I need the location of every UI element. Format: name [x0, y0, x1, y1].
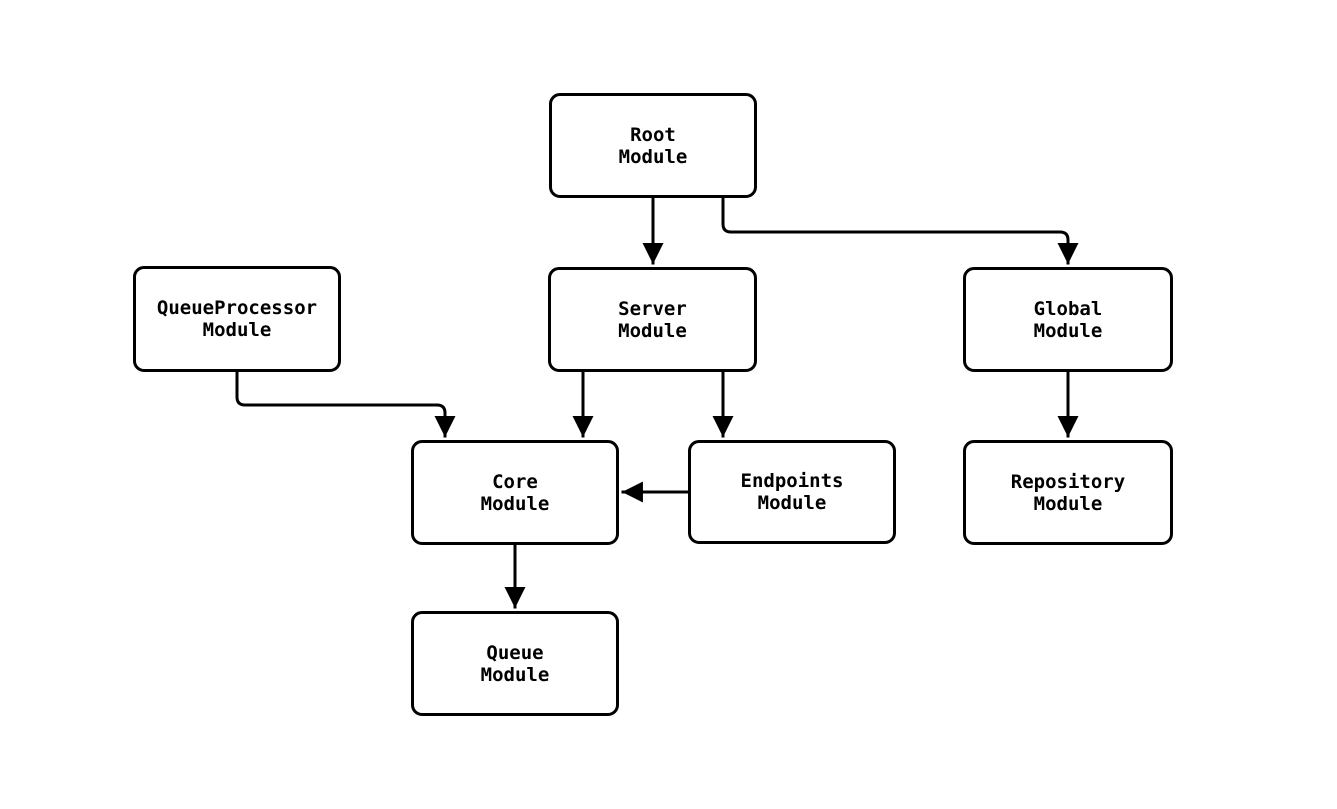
edge-root-to-global	[721, 196, 1079, 265]
node-label-line: Module	[202, 319, 272, 341]
node-label-line: Module	[1033, 492, 1103, 515]
edge-group	[235, 196, 1079, 609]
node-label-line: Module	[480, 663, 550, 686]
edge-queueprocessor-to-core	[235, 370, 456, 438]
node-label-line: Module	[757, 492, 827, 514]
node-label-line: Module	[1033, 319, 1103, 342]
node-label-line: Repository	[1010, 470, 1126, 493]
node-label-line: Module	[618, 319, 687, 342]
node-label-line: Global	[1033, 297, 1103, 320]
node-label-line: Endpoints	[740, 470, 844, 492]
node-label-line: Server	[618, 297, 687, 320]
node-label-line: QueueProcessor	[156, 297, 318, 319]
node-label-line: Queue	[486, 641, 544, 664]
node-label-line: Module	[618, 145, 688, 168]
node-label-line: Module	[480, 492, 550, 515]
node-label-line: Root	[630, 123, 676, 146]
node-label-line: Core	[492, 470, 538, 493]
